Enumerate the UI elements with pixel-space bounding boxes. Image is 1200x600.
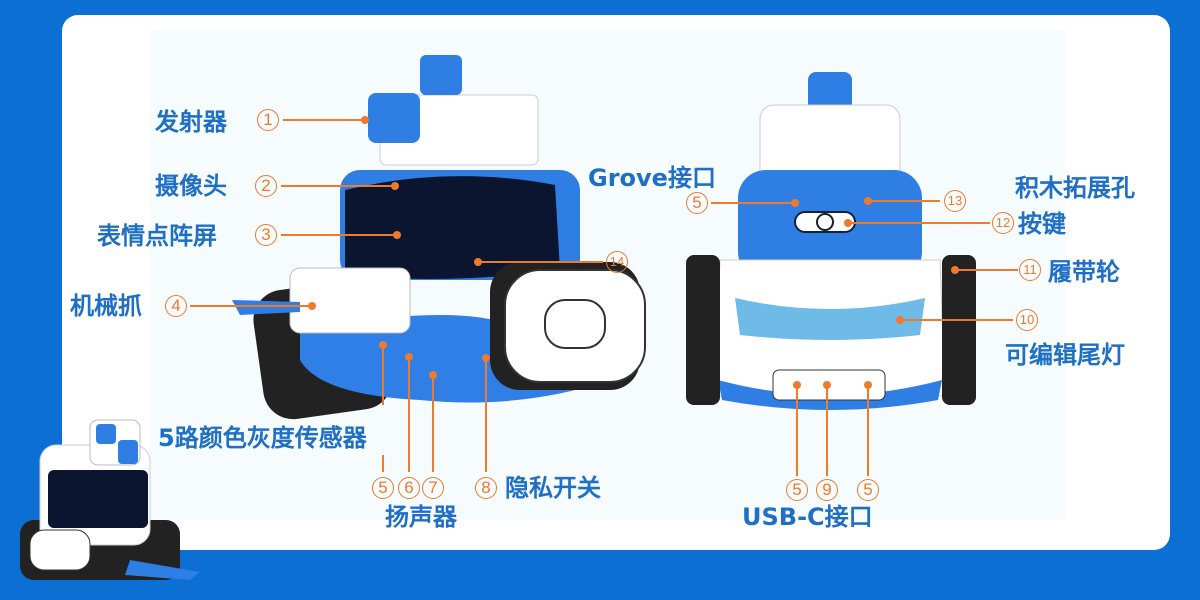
- callout-11: 11: [1019, 259, 1041, 281]
- label-gray-sensor: 5路颜色灰度传感器: [158, 424, 367, 452]
- label-speaker: 扬声器: [385, 503, 457, 531]
- robot-back-view: [686, 72, 976, 410]
- callout-10: 10: [1016, 309, 1038, 331]
- label-camera: 摄像头: [155, 172, 227, 200]
- callout-12: 12: [992, 212, 1014, 234]
- callout-14: 14: [606, 251, 628, 273]
- callout-8: 8: [475, 477, 497, 499]
- callout-lines: [190, 119, 1018, 476]
- callout-13: 13: [944, 190, 966, 212]
- label-taillight: 可编辑尾灯: [1005, 341, 1125, 369]
- callout-3: 3: [255, 224, 277, 246]
- label-keys: 按键: [1018, 210, 1066, 238]
- label-grove: Grove接口: [588, 164, 716, 192]
- callout-7: 7: [422, 477, 444, 499]
- callout-4: 4: [165, 295, 187, 317]
- callout-6: 6: [398, 477, 420, 499]
- callout-5-grove: 5: [686, 192, 708, 214]
- label-block-holes: 积木拓展孔: [1015, 174, 1135, 202]
- callout-5-usb-right: 5: [857, 479, 879, 501]
- label-track-wheel: 履带轮: [1048, 258, 1120, 286]
- label-gripper: 机械抓: [70, 292, 142, 320]
- label-emitter: 发射器: [155, 108, 227, 136]
- robot-thumbnail: [20, 419, 200, 580]
- callout-5-usb-left: 5: [786, 479, 808, 501]
- callout-9: 9: [816, 479, 838, 501]
- label-matrix-screen: 表情点阵屏: [97, 222, 217, 250]
- callout-2: 2: [255, 175, 277, 197]
- label-usbc: USB-C接口: [742, 503, 873, 531]
- robot-side-view: [232, 55, 646, 420]
- callout-1: 1: [257, 109, 279, 131]
- callout-dots: [308, 116, 959, 389]
- callout-5: 5: [372, 477, 394, 499]
- label-privacy-switch: 隐私开关: [505, 474, 601, 502]
